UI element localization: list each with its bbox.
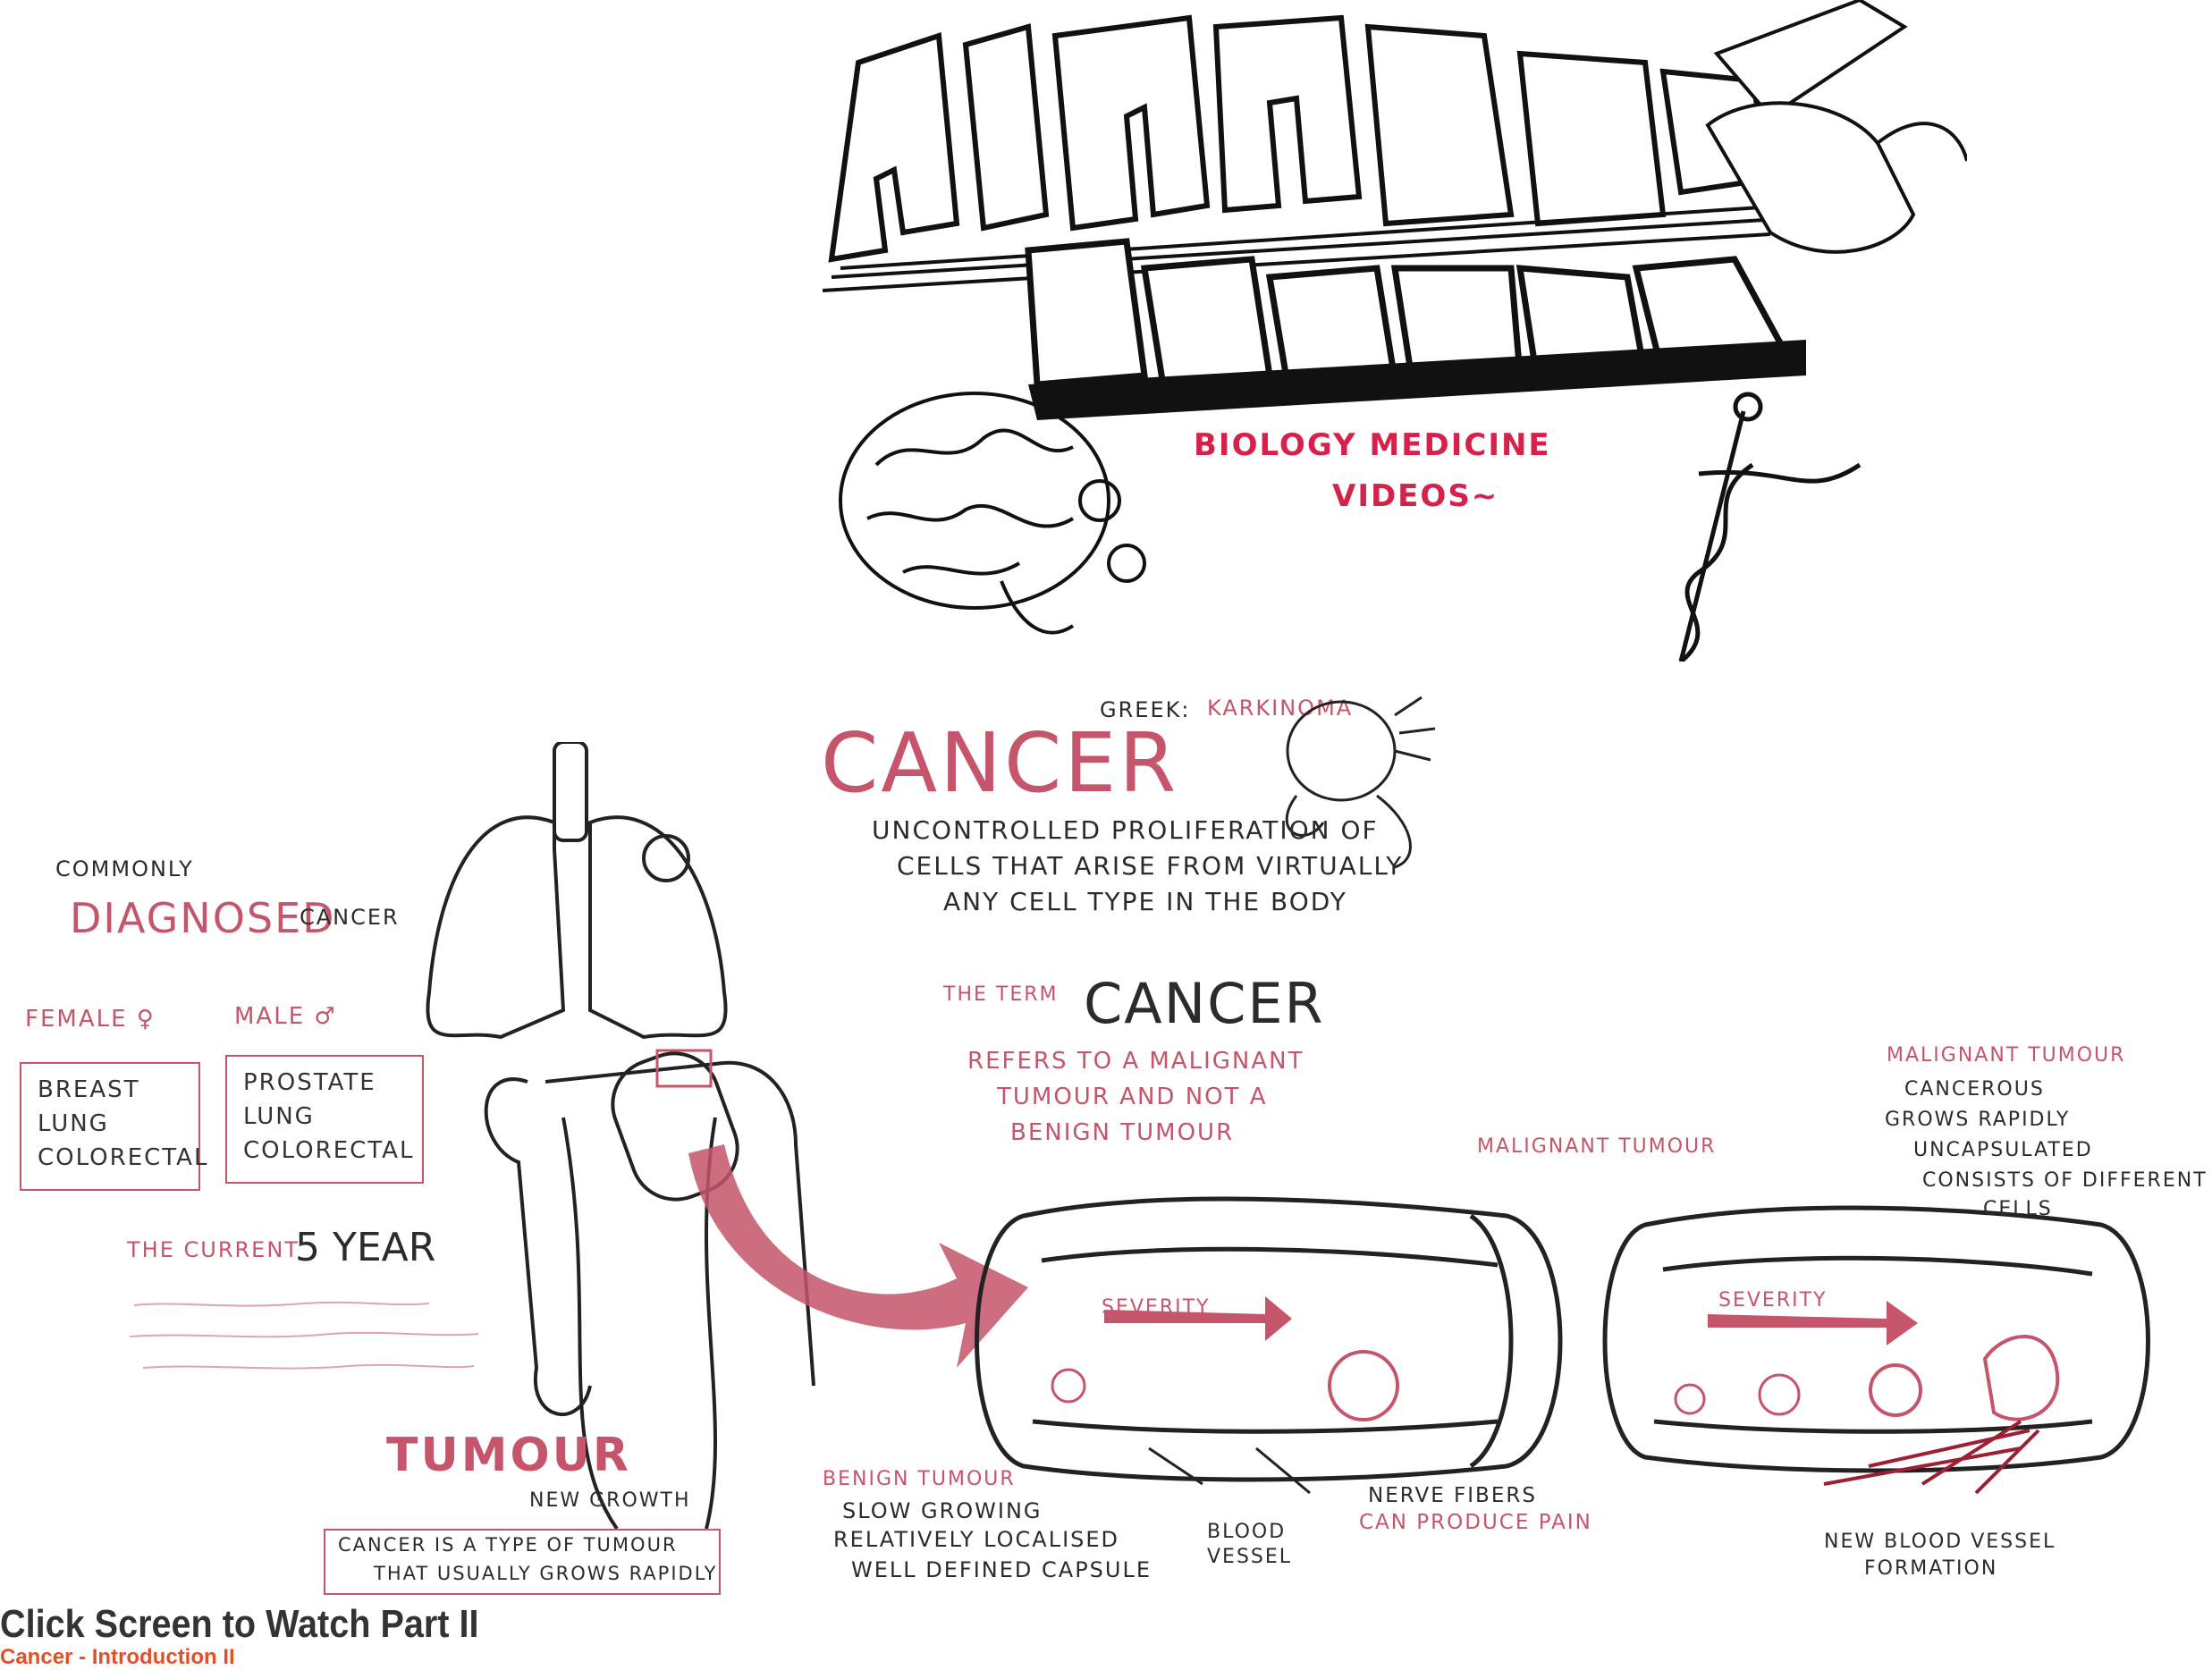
benign-line-3: WELL DEFINED CAPSULE [851,1557,1152,1582]
malignant-prop: CANCEROUS [1904,1078,2045,1101]
crab-sketch [1285,696,1436,869]
watch-part-two-link[interactable]: Click Screen to Watch Part II [0,1602,479,1646]
tumour-title: TUMOUR [386,1429,631,1482]
female-label: FEMALE ♀ [25,1006,156,1033]
malignant-severity-label: SEVERITY [1718,1289,1828,1312]
greek-label: GREEK: [1100,697,1191,722]
term-word: CANCER [1084,971,1325,1036]
blood-vessel-label: BLOOD VESSEL [1207,1521,1293,1568]
channel-logo-sketch [822,0,1967,662]
greek-word: KARKINOMA [1207,696,1354,721]
benign-line-2: RELATIVELY LOCALISED [833,1527,1120,1552]
survival-prefix: THE CURRENT [127,1237,300,1262]
diagnosed-small: CANCER [300,905,400,930]
female-cancer-list: BREAST LUNG COLORECTAL [20,1062,209,1191]
malignant-prop: GROWS RAPIDLY [1885,1109,2071,1131]
vessel-formation-label-2: FORMATION [1864,1557,1998,1580]
female-cancer-item: COLORECTAL [38,1144,209,1171]
malignant-label-mid: MALIGNANT TUMOUR [1477,1135,1717,1158]
male-cancer-item: PROSTATE [243,1069,376,1096]
female-cancer-item: BREAST [38,1076,140,1103]
female-cancer-item: LUNG [38,1110,109,1137]
tumour-subtitle: NEW GROWTH [529,1489,691,1512]
term-line-3: BENIGN TUMOUR [1010,1119,1235,1146]
malignant-tube-sketch [1602,1205,2150,1495]
benign-severity-label: SEVERITY [1102,1296,1211,1319]
tumour-note-line-2: THAT USUALLY GROWS RAPIDLY [374,1563,718,1584]
tumour-note-line-1: CANCER IS A TYPE OF TUMOUR [338,1534,678,1556]
malignant-prop: UNCAPSULATED [1913,1139,2093,1161]
cancer-title: CANCER [821,715,1179,811]
definition-line-2: CELLS THAT ARISE FROM VIRTUALLY [897,851,1404,881]
male-cancer-item: LUNG [243,1103,315,1130]
nerve-label-2: CAN PRODUCE PAIN [1359,1511,1592,1534]
tagline-line-1: BIOLOGY MEDICINE [1194,427,1551,463]
tumour-note-box: CANCER IS A TYPE OF TUMOUR THAT USUALLY … [324,1529,721,1595]
male-cancer-list: PROSTATE LUNG COLORECTAL [225,1055,424,1184]
diagnosed-big: DIAGNOSED [70,894,336,942]
survival-big: 5 YEAR [295,1225,436,1270]
definition-line-3: ANY CELL TYPE IN THE BODY [943,887,1347,916]
benign-line-1: SLOW GROWING [842,1498,1043,1523]
benign-title: BENIGN TUMOUR [823,1468,1016,1490]
malignant-prop: CELLS [1983,1198,2053,1220]
diagnosed-line-1: COMMONLY [55,856,194,881]
tagline-line-2: VIDEOS~ [1332,478,1499,514]
term-line-1: REFERS TO A MALIGNANT [967,1048,1304,1075]
malignant-prop: CONSISTS OF DIFFERENT [1922,1169,2208,1192]
vessel-formation-label-1: NEW BLOOD VESSEL [1824,1531,2056,1553]
malignant-label-top: MALIGNANT TUMOUR [1887,1044,2126,1067]
faded-survival-text [129,1301,479,1370]
definition-line-1: UNCONTROLLED PROLIFERATION OF [872,815,1379,845]
male-cancer-item: COLORECTAL [243,1137,415,1164]
term-line-2: TUMOUR AND NOT A [997,1084,1268,1110]
video-subtitle: Cancer - Introduction II [0,1645,235,1669]
benign-tube-sketch [975,1196,1563,1495]
lungs-colon-sketch [426,742,1028,1531]
term-prefix: THE TERM [943,983,1059,1006]
nerve-label-1: NERVE FIBERS [1368,1484,1537,1507]
male-label: MALE ♂ [234,1003,337,1030]
